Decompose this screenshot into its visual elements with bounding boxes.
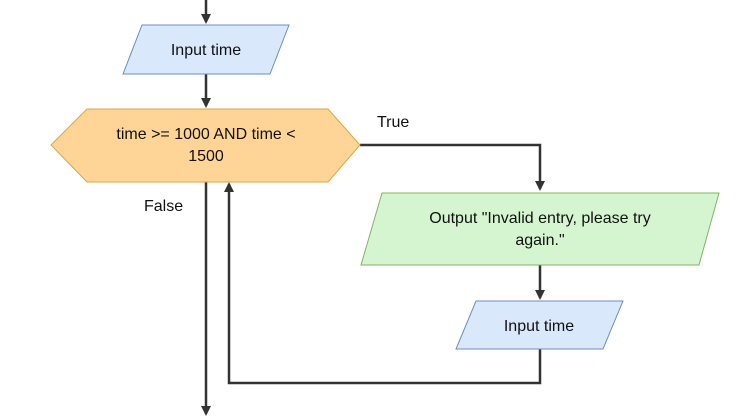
decision-node[interactable]: time >= 1000 AND time < 1500 <box>50 108 361 183</box>
input-time-node-1[interactable]: Input time <box>122 24 290 75</box>
connectors <box>201 0 545 416</box>
input-time-shape-1 <box>122 24 290 75</box>
loop-back-arrow <box>224 182 542 385</box>
input-time-shape-2 <box>455 300 624 350</box>
output-invalid-label-line1: Output "Invalid entry, please try <box>429 210 651 227</box>
output-invalid-node[interactable]: Output "Invalid entry, please try again.… <box>360 192 720 266</box>
decision-label-line1: time >= 1000 AND time < <box>116 126 295 143</box>
false-edge-label: False <box>144 198 183 215</box>
true-edge-label: True <box>377 114 409 131</box>
input-time-label-2: Input time <box>504 318 574 335</box>
output-invalid-label-line2: again." <box>515 232 564 249</box>
decision-label-line2: 1500 <box>188 148 224 165</box>
decision-shape <box>50 108 361 183</box>
input-time-node-2[interactable]: Input time <box>455 300 624 350</box>
input-time-label-1: Input time <box>171 42 241 59</box>
true-branch-arrow <box>360 143 545 191</box>
output-invalid-shape <box>360 192 720 266</box>
